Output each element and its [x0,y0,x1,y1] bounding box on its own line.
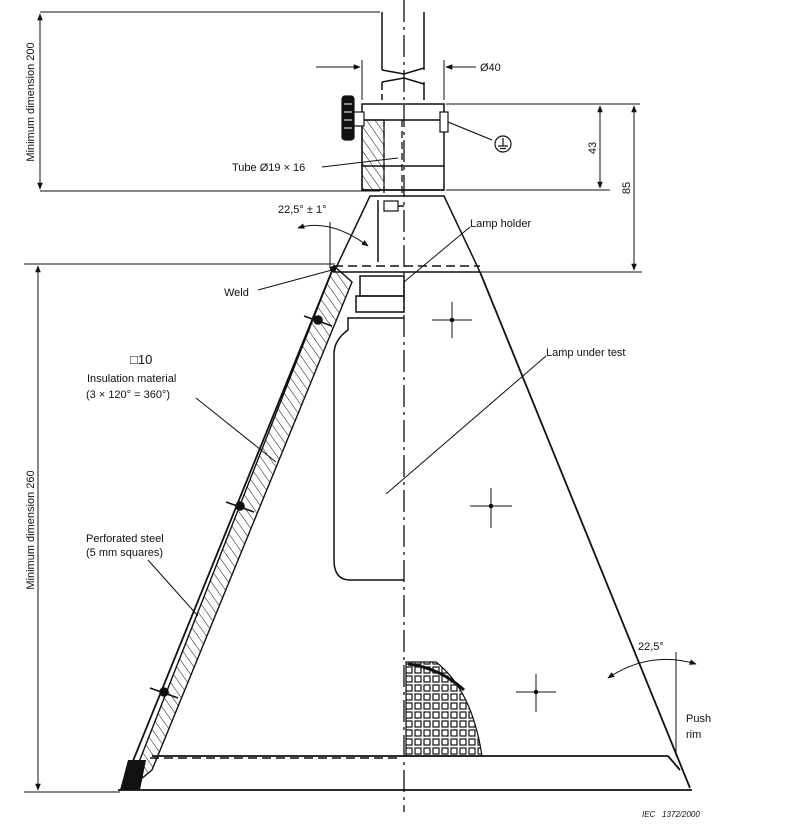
cone-outline [118,265,692,791]
dimension-min-200-label: Minimum dimension 200 [25,42,37,161]
insulation-label-1: Insulation material [87,373,176,385]
figure-caption: IEC 1372/2000 [642,810,700,819]
earth-ground-icon [494,135,512,153]
inner-tube-dashed [383,120,403,196]
earth-screw [439,111,493,141]
weld-foot [120,760,146,790]
weld-point [330,266,336,272]
dimension-diameter-40 [316,60,476,100]
lamp-under-test-leader [385,355,547,495]
dimension-min-260-label: Minimum dimension 260 [25,470,37,589]
insulation-wall [127,264,353,791]
insulation-label-2: (3 × 120° = 360°) [86,389,170,401]
lamp-holder-leader [403,226,471,283]
dimension-diameter-40-label: Ø40 [480,62,501,74]
lamp-under-test-label: Lamp under test [546,347,626,359]
weld-label: Weld [224,287,249,299]
perforated-label-1: Perforated steel [86,533,164,545]
weld-leader [257,269,333,291]
perforated-grid-cutaway [405,661,483,757]
dimension-85 [480,105,642,273]
holder-clip [383,200,399,212]
lamp-under-test [333,275,405,581]
lamp-holder-collar [332,195,482,273]
push-label-1: Push [686,713,711,725]
angle-top-arc [297,222,369,268]
cross-marks [432,302,556,712]
insulation-leader [195,397,277,463]
angle-top-label: 22,5° ± 1° [278,204,326,216]
dimension-85-label: 85 [621,182,633,194]
wall-rivets [149,315,333,699]
tube-leader [321,157,399,168]
dimension-43 [446,103,640,191]
angle-bottom-arc [607,652,697,756]
perforated-label-2: (5 mm squares) [86,547,163,559]
clamp-knob [341,95,365,141]
tube-label: Tube Ø19 × 16 [232,162,305,174]
push-label-2: rim [686,729,701,741]
dimension-min-200 [37,11,380,192]
top-tube [381,12,425,100]
dimension-43-label: 43 [587,142,599,154]
angle-bottom-label: 22,5° [638,641,664,653]
socket-section-hatch [361,119,385,191]
lamp-holder-label: Lamp holder [470,218,531,230]
dimension-min-260 [24,263,335,793]
perforated-leader [147,559,199,617]
grid-cut-edge [407,662,466,692]
square-10-label: □10 [130,352,152,367]
